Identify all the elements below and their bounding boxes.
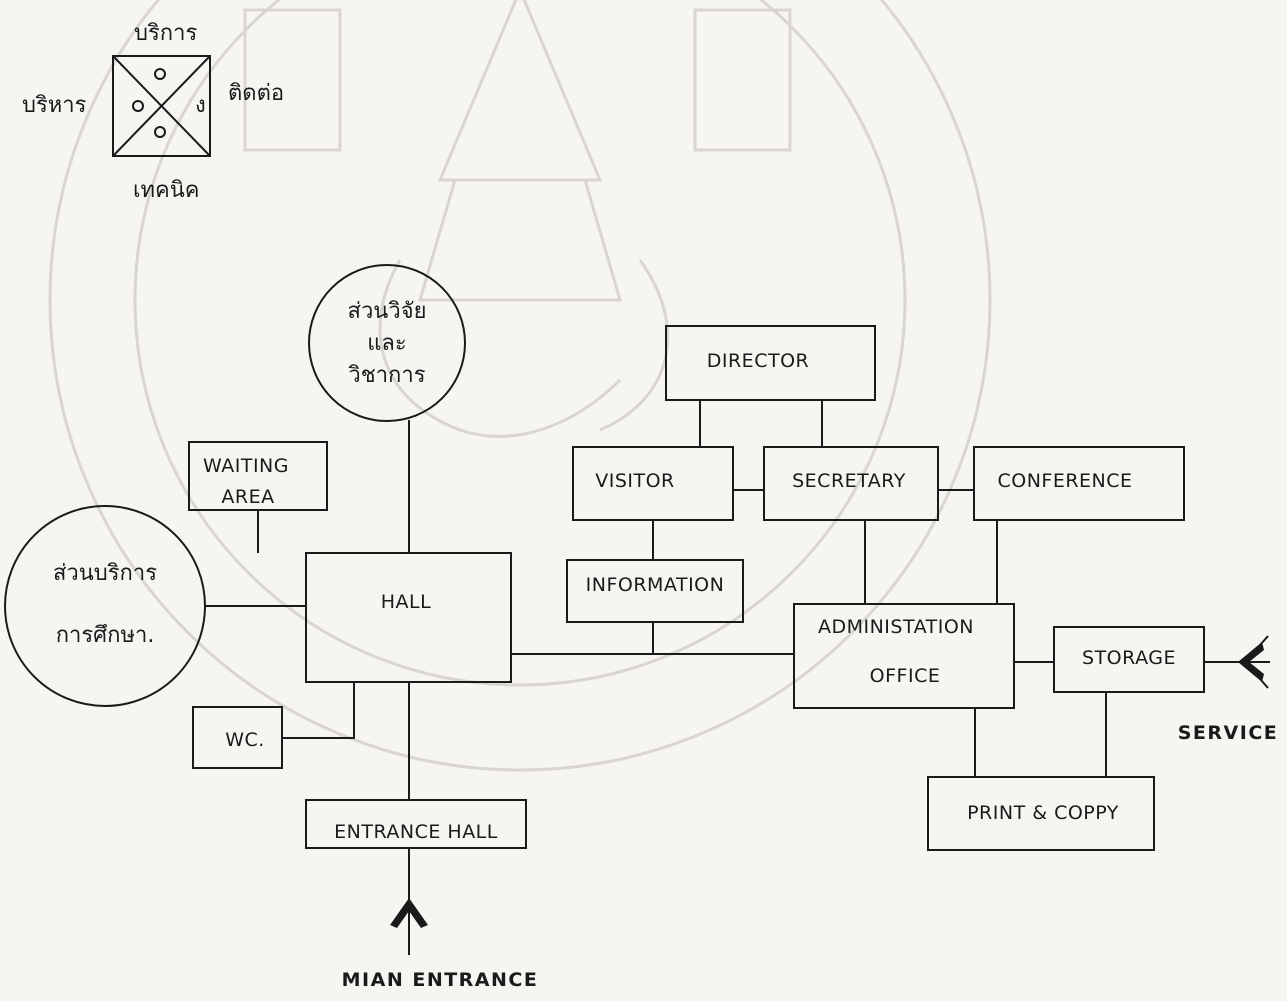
crown-emblem-icon <box>437 0 603 182</box>
legend-dot-right-icon: ง <box>195 93 206 118</box>
research-zone-label-1: ส่วนวิจัย <box>348 299 427 324</box>
hall-label: HALL <box>381 591 431 613</box>
entrance-hall-room: ENTRANCE HALL <box>305 799 527 849</box>
hall-to-wc-line <box>282 682 355 739</box>
wc-label: WC. <box>225 729 265 751</box>
service-entrance: SERVICE <box>1178 635 1279 744</box>
legend-dot-left <box>132 100 144 112</box>
print-copy-label: PRINT & COPPY <box>967 802 1119 824</box>
secretary-box <box>763 446 939 521</box>
entrance-hall-label: ENTRANCE HALL <box>334 821 498 843</box>
visitor-label: VISITOR <box>595 470 675 492</box>
main-entrance: MIAN ENTRANCE <box>342 898 539 991</box>
service-arrow-tick-2 <box>1253 671 1269 689</box>
administration-label-1: ADMINISTATION <box>818 616 974 638</box>
legend-dot-top <box>154 68 166 80</box>
visitor-box <box>572 446 734 521</box>
director-box <box>665 325 876 401</box>
legend-diagram: ง บริการ บริหาร ติดต่อ เทคนิค <box>22 21 284 203</box>
administration-label-2: OFFICE <box>870 665 941 687</box>
left-pedestal-icon <box>243 8 342 152</box>
main-entrance-label: MIAN ENTRANCE <box>342 969 539 991</box>
connector-lines <box>205 400 1270 955</box>
administration-office-room: ADMINISTATION OFFICE <box>793 603 1015 709</box>
director-room: DIRECTOR <box>665 325 876 401</box>
service-entrance-label: SERVICE <box>1178 722 1279 744</box>
print-copy-room: PRINT & COPPY <box>927 776 1155 851</box>
waiting-area-box <box>188 441 328 511</box>
education-zone-label-1: ส่วนบริการ <box>53 561 157 586</box>
service-entrance-arrow-icon <box>1238 642 1264 682</box>
hall-box <box>305 552 512 683</box>
legend-diagonal-2 <box>112 55 211 157</box>
legend-bottom-label: เทคนิค <box>133 178 200 203</box>
service-arrow-tick-1 <box>1253 635 1269 653</box>
secretary-label: SECRETARY <box>792 470 906 492</box>
storage-box <box>1053 626 1205 693</box>
legend-dot-bottom <box>154 126 166 138</box>
waiting-area-room: WAITING AREA <box>188 441 328 511</box>
research-zone: ส่วนวิจัย และ วิชาการ <box>308 264 466 422</box>
director-label: DIRECTOR <box>707 350 809 372</box>
legend-square <box>112 55 211 157</box>
secretary-room: SECRETARY <box>763 446 939 521</box>
entrance-hall-box <box>305 799 527 849</box>
wc-box <box>192 706 283 769</box>
storage-room: STORAGE <box>1053 626 1205 693</box>
legend-right-label: ติดต่อ <box>228 81 284 106</box>
research-zone-circle <box>308 264 466 422</box>
naga-left-icon <box>378 259 622 438</box>
main-entrance-arrow-icon <box>390 898 428 928</box>
education-zone: ส่วนบริการ การศึกษา. <box>4 505 206 707</box>
watermark-seal <box>48 0 992 772</box>
conference-box <box>973 446 1185 521</box>
naga-right-icon <box>599 259 670 432</box>
information-room: INFORMATION <box>566 559 744 623</box>
waiting-area-label-1: WAITING <box>203 455 289 477</box>
administration-office-box <box>793 603 1015 709</box>
legend-top-label: บริการ <box>134 21 197 46</box>
research-zone-label-2: และ <box>367 331 406 356</box>
research-zone-label-3: วิชาการ <box>348 363 426 388</box>
conference-label: CONFERENCE <box>997 470 1132 492</box>
waiting-area-label-2: AREA <box>221 486 274 508</box>
information-box <box>566 559 744 623</box>
wc-room: WC. <box>192 706 283 769</box>
seal-outer-ring <box>48 0 992 772</box>
information-label: INFORMATION <box>586 574 725 596</box>
education-zone-circle <box>4 505 206 707</box>
visitor-room: VISITOR <box>572 446 734 521</box>
legend-left-label: บริหาร <box>22 93 87 118</box>
print-copy-box <box>927 776 1155 851</box>
seal-inner-ring <box>133 0 907 687</box>
right-pedestal-icon <box>693 8 792 152</box>
conference-room: CONFERENCE <box>973 446 1185 521</box>
education-zone-label-2: การศึกษา. <box>56 623 155 648</box>
crown-base-icon <box>418 179 622 302</box>
hall-room: HALL <box>305 552 512 683</box>
storage-label: STORAGE <box>1082 647 1176 669</box>
